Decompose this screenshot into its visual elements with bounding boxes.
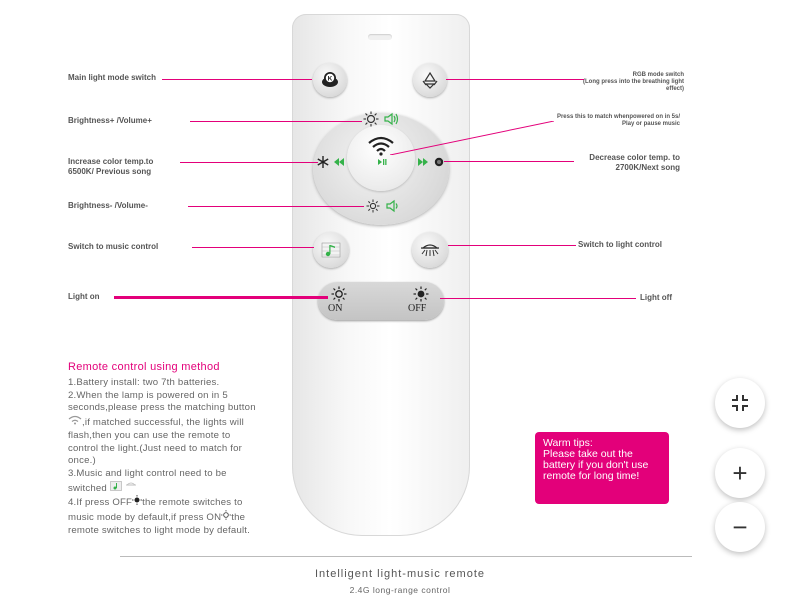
music-control-button: [313, 232, 349, 268]
music-small-icon: [110, 480, 122, 491]
light-off-sun-icon: [413, 286, 429, 302]
rgb-mode-note: (Long press into the breathing light eff…: [583, 79, 684, 92]
music-note-icon: [321, 242, 341, 258]
warm-tips-box: Warm tips: Please take out the battery i…: [535, 432, 669, 504]
off-label: OFF: [408, 303, 427, 314]
caption-divider: [120, 556, 692, 557]
light-on-sun-icon: [331, 286, 347, 302]
zoom-out-button[interactable]: −: [715, 502, 765, 552]
leader-music-control: [192, 247, 314, 248]
usage-line-4c: the remote switches to light mode by def…: [68, 512, 251, 536]
leader-brightness-up: [190, 121, 362, 122]
rgb-mode-title: RGB mode switch: [632, 72, 684, 78]
usage-text: 1.Battery install: two 7th batteries. 2.…: [68, 377, 260, 537]
warm-temp-next-icon: [418, 157, 444, 167]
leader-rgb-mode: [446, 79, 584, 80]
usage-title: Remote control using method: [68, 361, 220, 373]
on-sun-small-icon: [221, 510, 232, 521]
usage-line-1: 1.Battery install: two 7th batteries.: [68, 377, 220, 388]
warm-tips-title: Warm tips:: [543, 437, 593, 449]
usage-line-2b: ,if matched successful, the lights will …: [68, 417, 244, 467]
lamp-small-icon: [125, 482, 136, 486]
minus-icon: −: [732, 511, 748, 542]
cool-temp-previous-icon: [317, 156, 344, 168]
remote-top-slot: [368, 34, 392, 40]
usage-line-4a: 4.If press OFF: [68, 497, 133, 509]
brightness-down-icon: [366, 199, 398, 213]
label-decrease-temp: Decrease color temp. to 2700K/Next song: [589, 153, 680, 172]
usage-line-3: 3.Music and light control need to be swi…: [68, 467, 227, 494]
label-light-off: Light off: [640, 293, 672, 302]
label-rgb-mode: RGB mode switch (Long press into the bre…: [580, 72, 684, 93]
wifi-small-icon: [68, 416, 82, 425]
leader-light-off: [440, 298, 636, 299]
center-match-button: [347, 125, 415, 191]
label-brightness-up: Brightness+ /Volume+: [68, 116, 152, 125]
label-light-control: Switch to light control: [578, 240, 662, 249]
on-label: ON: [328, 303, 343, 314]
label-music-control: Switch to music control: [68, 242, 159, 251]
k-mode-icon: K: [322, 72, 338, 87]
label-press-match: Press this to match whenpowered on in 5s…: [556, 114, 680, 127]
ceiling-lamp-icon: [421, 244, 439, 257]
label-increase-temp: Increase color temp.to 6500K/ Previous s…: [68, 157, 154, 176]
main-light-mode-button: K: [313, 63, 347, 97]
rgb-mode-button: [413, 63, 447, 97]
leader-main-light-mode: [162, 79, 312, 80]
usage-line-2a: 2.When the lamp is powered on in 5 secon…: [68, 389, 256, 414]
leader-increase-temp: [180, 162, 318, 163]
caption-subtitle: 2.4G long-range control: [349, 585, 451, 595]
light-control-button: [412, 232, 448, 268]
leader-decrease-temp: [444, 161, 574, 162]
caption-title: Intelligent light-music remote: [314, 568, 485, 580]
wifi-play-pause-icon: [368, 136, 394, 165]
warm-tips-body: Please take out the battery if you don't…: [543, 448, 649, 482]
zoom-in-button[interactable]: +: [715, 448, 765, 498]
label-light-on: Light on: [68, 292, 100, 301]
usage-line-4b: the remote switches to music mode by def…: [68, 497, 243, 524]
leader-light-on: [114, 296, 328, 299]
collapse-icon: [732, 395, 748, 411]
off-sun-small-icon: [132, 495, 143, 506]
rgb-recycle-icon: [422, 71, 438, 89]
remote-body: [292, 14, 470, 536]
leader-brightness-down: [188, 206, 364, 207]
label-brightness-down: Brightness- /Volume-: [68, 201, 148, 210]
fit-view-button[interactable]: [715, 378, 765, 428]
label-main-light-mode: Main light mode switch: [68, 73, 157, 82]
brightness-up-icon: [363, 111, 399, 127]
plus-icon: +: [732, 457, 748, 488]
k-label: K: [328, 76, 333, 83]
leader-press-match: [389, 120, 555, 156]
leader-light-control: [448, 245, 576, 246]
